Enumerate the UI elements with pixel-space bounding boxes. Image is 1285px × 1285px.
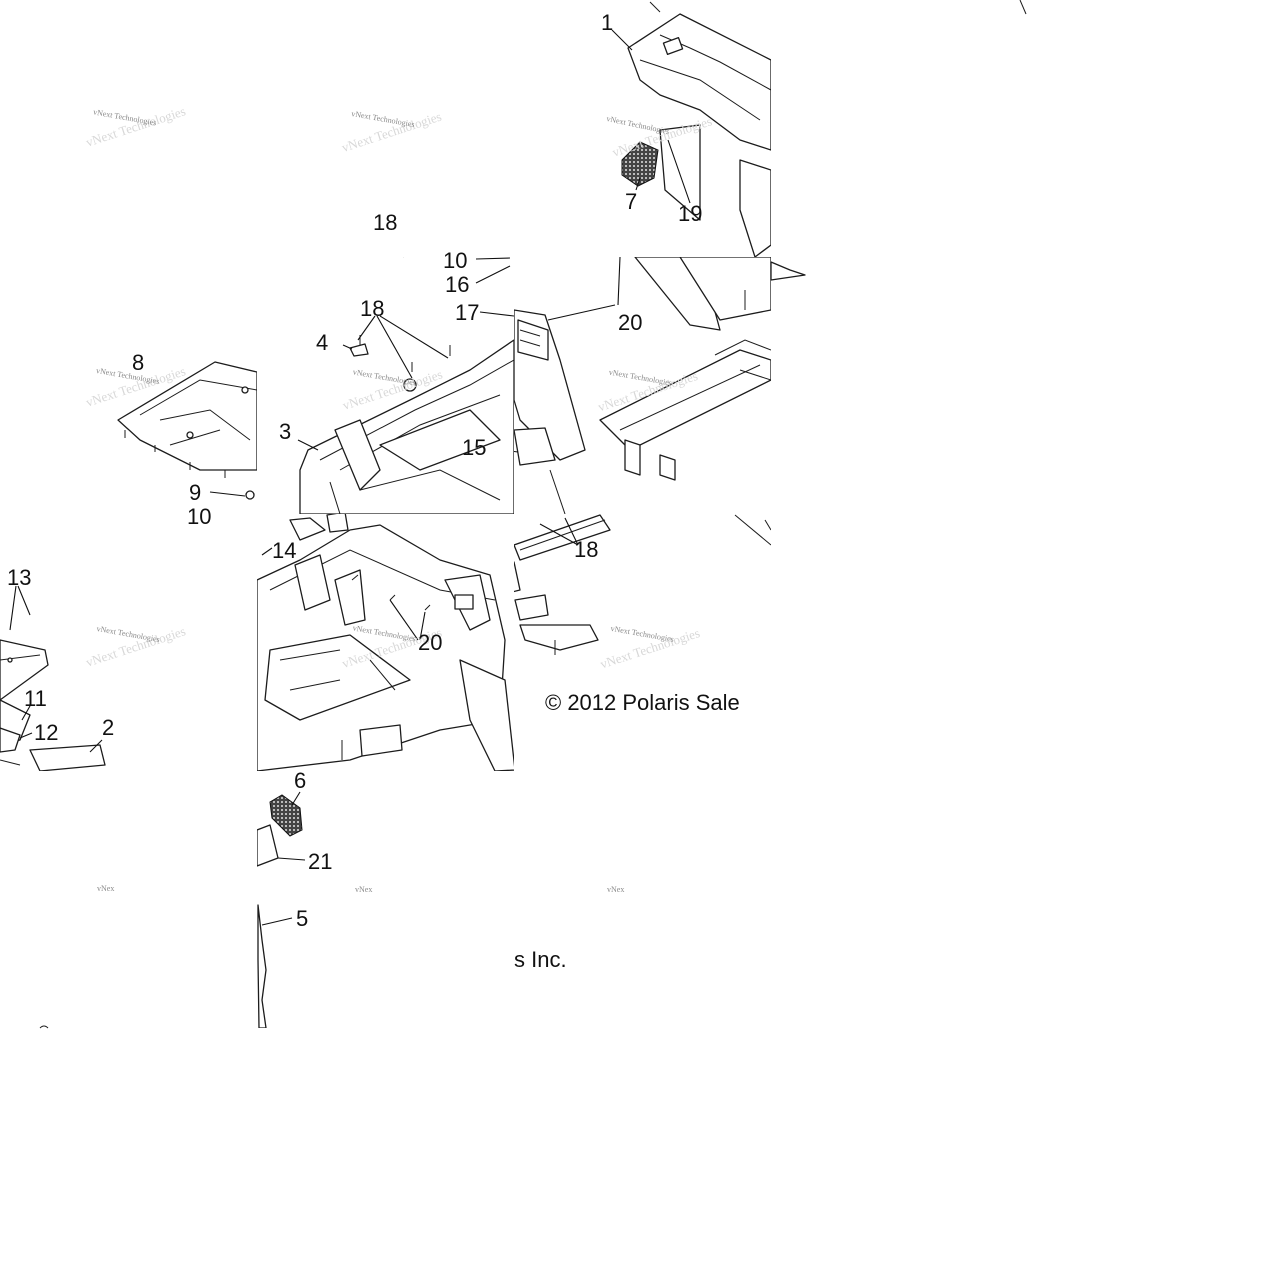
callout-4: 4	[316, 330, 328, 355]
callout-labels: 1 7 19 18 10 16 17 18 20 4 8 3 15 9 10 1…	[7, 10, 702, 931]
body-panel-part-1	[627, 13, 771, 151]
callout-16: 16	[445, 272, 469, 297]
svg-text:vNex: vNex	[355, 885, 372, 894]
callout-18-low: 18	[574, 537, 598, 562]
panel-part-21	[257, 824, 279, 867]
callout-14: 14	[272, 538, 296, 563]
tile-center-right: vNext Technologies vNext Technologies	[514, 257, 771, 514]
bracket-part-4	[349, 343, 369, 357]
callout-21: 21	[308, 849, 332, 874]
tile-center-bottom: vNex	[257, 791, 372, 1028]
copyright-text-part-1: © 2012 Polaris Sale	[545, 690, 740, 715]
callout-8: 8	[132, 350, 144, 375]
floor-panel-part-8	[117, 361, 257, 471]
callout-2: 2	[102, 715, 114, 740]
svg-text:vNext Technologies: vNext Technologies	[610, 624, 675, 644]
tile-left-middle: vNext Technologies vNext Technologies	[84, 361, 257, 500]
callout-3: 3	[279, 419, 291, 444]
grille-part-7	[621, 141, 659, 187]
callout-5: 5	[296, 906, 308, 931]
callout-18-top: 18	[373, 210, 397, 235]
callout-13: 13	[7, 565, 31, 590]
tile-left-lower: vNext Technologies vNext Technologies	[0, 585, 187, 771]
callout-9: 9	[189, 480, 201, 505]
callout-10-top: 10	[443, 248, 467, 273]
cable-part-5	[257, 904, 267, 1028]
callout-7: 7	[625, 189, 637, 214]
callout-6: 6	[294, 768, 306, 793]
tile-center-lower: vNext Technologies vNext Technologies	[257, 514, 514, 771]
callout-11: 11	[24, 686, 47, 711]
callout-20-low: 20	[418, 630, 442, 655]
svg-text:vNext Technologies: vNext Technologies	[608, 368, 673, 388]
callout-10-low: 10	[187, 504, 211, 529]
callout-20-top: 20	[618, 310, 642, 335]
bracket-part-2	[29, 744, 106, 771]
callout-12: 12	[34, 720, 58, 745]
svg-text:vNex: vNex	[607, 885, 624, 894]
callout-17: 17	[455, 300, 479, 325]
svg-text:vNext Technologies: vNext Technologies	[606, 114, 670, 136]
tile-center: vNext Technologies vNext Technologies	[297, 257, 514, 514]
tile-right-lower: vNext Technologies vNext Technologies	[514, 514, 771, 672]
copyright-text-part-2: s Inc.	[514, 947, 567, 972]
grille-part-6	[269, 794, 303, 837]
callout-19: 19	[678, 201, 702, 226]
callout-18-mid: 18	[360, 296, 384, 321]
callout-1: 1	[601, 10, 613, 35]
panel-part-19	[659, 124, 701, 221]
panel-part-15	[514, 427, 556, 466]
svg-text:vNex: vNex	[97, 884, 114, 893]
callout-15: 15	[462, 435, 486, 460]
